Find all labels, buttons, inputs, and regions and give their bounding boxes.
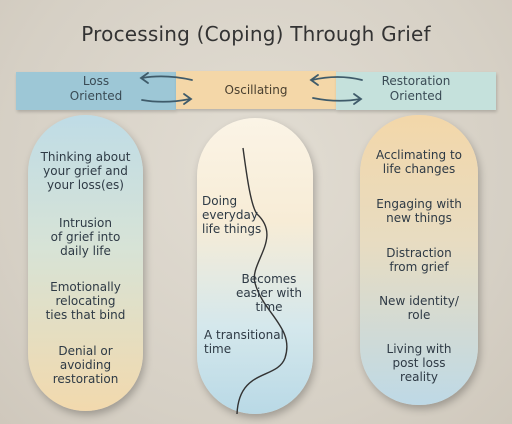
right-item-1: Acclimating to life changes (375, 148, 463, 176)
right-item-3: Distraction from grief (386, 246, 452, 274)
loss-oriented-pill (28, 115, 143, 411)
left-item-3: Emotionally relocating ties that bind (45, 280, 126, 322)
loss-oriented-label: Loss Oriented (69, 74, 123, 103)
right-item-5: Living with post loss reality (386, 342, 452, 384)
oscillation-squiggle-icon (236, 147, 288, 414)
loss-oriented-box: Loss Oriented (16, 72, 176, 110)
diagram-title: Processing (Coping) Through Grief (81, 22, 431, 46)
center-item-3: A transitional time (204, 328, 284, 356)
oscillating-box: Oscillating (176, 71, 336, 109)
arrow-to-restoration-icon (312, 97, 361, 102)
left-item-4: Denial or avoiding restoration (52, 344, 119, 386)
arrow-to-loss-icon (141, 75, 193, 81)
restoration-oriented-label: Restoration Oriented (381, 74, 451, 103)
center-item-2: Becomes easier with time (236, 272, 302, 314)
left-item-2: Intrusion of grief into daily life (50, 216, 121, 258)
right-item-4: New identity/ role (379, 294, 459, 322)
arrow-to-oscillating-right-icon (311, 76, 363, 81)
oscillating-pill (197, 118, 313, 414)
restoration-oriented-box: Restoration Oriented (336, 72, 496, 110)
center-item-1: Doing everyday life things (202, 194, 262, 236)
oscillating-label: Oscillating (224, 83, 288, 97)
right-item-2: Engaging with new things (376, 197, 462, 225)
arrow-to-oscillating-left-icon (141, 98, 191, 103)
restoration-oriented-pill (360, 115, 478, 405)
left-item-1: Thinking about your grief and your loss(… (40, 150, 131, 192)
